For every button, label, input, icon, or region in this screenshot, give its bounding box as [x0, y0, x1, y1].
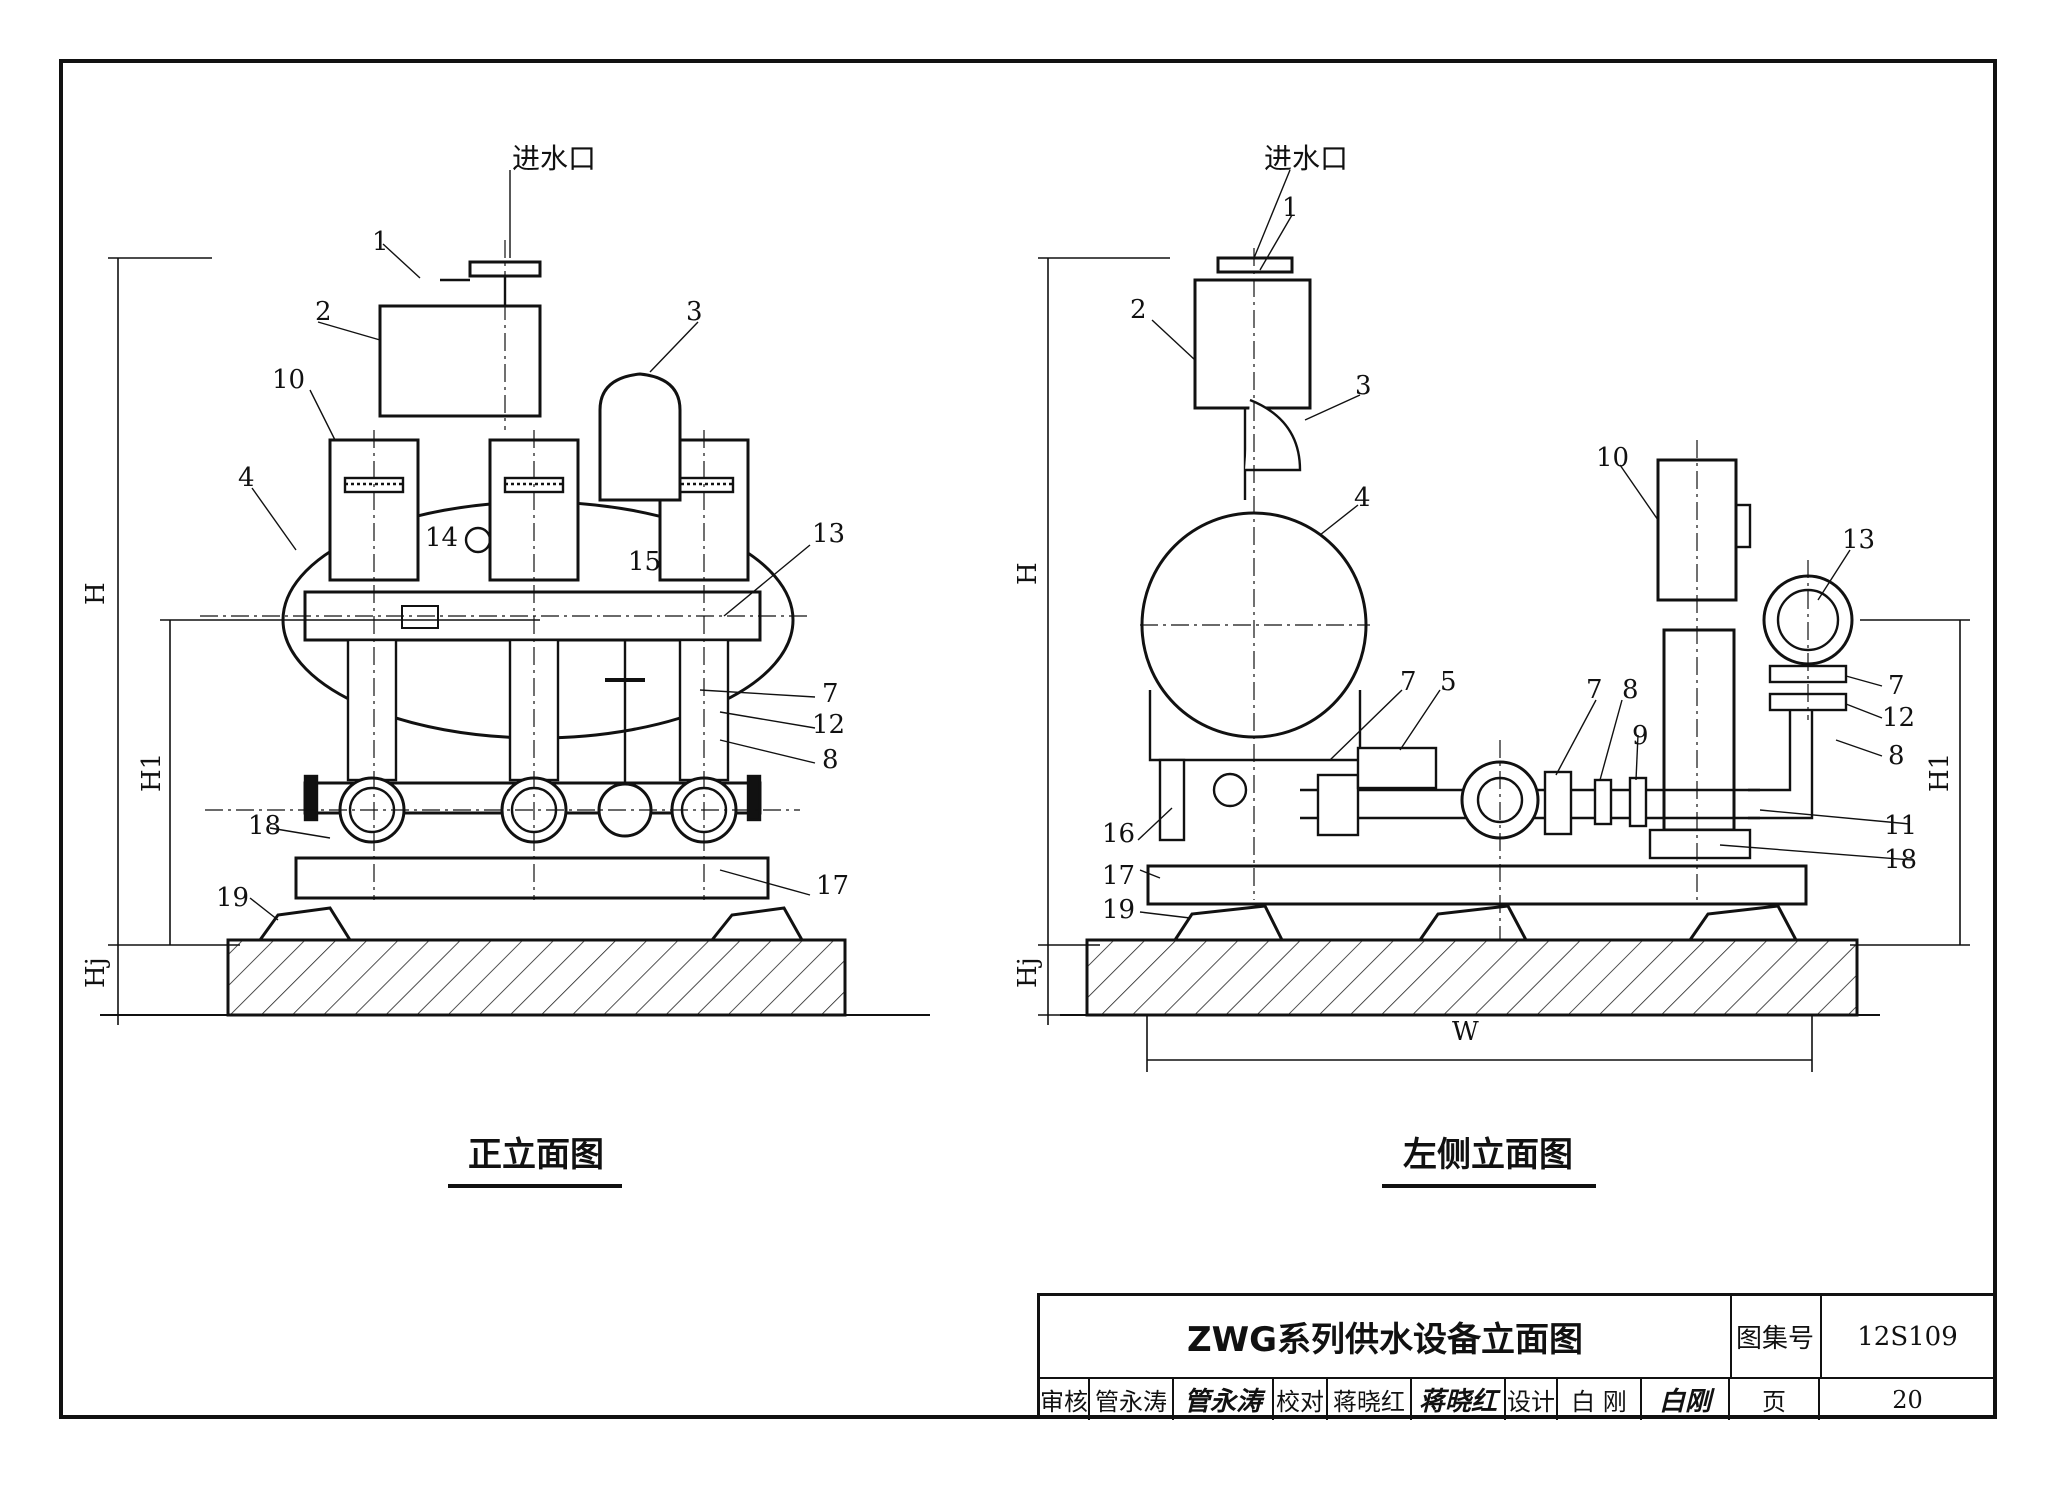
front-callout: 2 [315, 297, 332, 327]
drawing-title: ZWG系列供水设备立面图 [1040, 1296, 1732, 1377]
side-inlet-label: 进水口 [1264, 142, 1348, 175]
side-callout: 18 [1884, 845, 1917, 875]
side-callout: 4 [1354, 483, 1371, 513]
front-callout: 3 [686, 297, 703, 327]
side-callout: 1 [1282, 193, 1299, 223]
side-callout: 9 [1632, 721, 1649, 751]
side-callout: 7 [1400, 667, 1417, 697]
designer-name: 白 刚 [1558, 1379, 1642, 1420]
side-callout: 2 [1130, 295, 1147, 325]
front-shock-absorber-right [708, 906, 805, 942]
front-pressure-tank [598, 372, 682, 502]
title-block: ZWG系列供水设备立面图 图集号 12S109 审核 管永涛 管永涛 校对 蒋晓… [1037, 1293, 1995, 1420]
front-callout: 1 [372, 227, 389, 257]
front-callout: 13 [812, 519, 845, 549]
front-callout: 8 [822, 745, 839, 775]
page-label: 页 [1730, 1379, 1820, 1420]
side-flow-switch [1356, 746, 1438, 790]
side-dim-Hj-label: Hj [1013, 957, 1043, 988]
designer-signature: 白刚 [1642, 1379, 1730, 1420]
front-callout: 7 [822, 679, 839, 709]
side-dim-H-label: H [1013, 562, 1043, 585]
title-block-row-1: ZWG系列供水设备立面图 图集号 12S109 [1040, 1296, 1995, 1379]
front-callout: 17 [816, 871, 849, 901]
side-dim-H1-label: H1 [1925, 753, 1955, 792]
check-label: 校对 [1274, 1379, 1328, 1420]
front-vacuum-suppressor [378, 304, 542, 418]
front-view-caption: 正立面图 [468, 1135, 604, 1175]
front-callout: 19 [216, 883, 249, 913]
review-label: 审核 [1040, 1379, 1090, 1420]
side-callout: 8 [1888, 741, 1905, 771]
side-view-caption: 左侧立面图 [1403, 1135, 1573, 1175]
front-callout: 15 [628, 547, 661, 577]
side-dim-W-label: W [1452, 1017, 1479, 1047]
front-callout: 10 [272, 365, 305, 395]
front-elevation-view [100, 170, 930, 1025]
atlas-number-label: 图集号 [1730, 1296, 1822, 1377]
side-callout: 12 [1882, 703, 1915, 733]
side-callout: 16 [1102, 819, 1135, 849]
front-callout: 14 [425, 523, 458, 553]
front-shock-absorber-left [257, 906, 353, 942]
side-base-frame [1146, 864, 1808, 906]
front-pressure-gauge [464, 526, 492, 554]
page-number: 20 [1892, 1385, 1923, 1414]
front-inlet-label: 进水口 [512, 142, 596, 175]
side-callout: 3 [1355, 371, 1372, 401]
front-callout: 4 [238, 463, 255, 493]
atlas-number: 12S109 [1857, 1321, 1958, 1352]
side-callout: 13 [1842, 525, 1875, 555]
side-callout: 5 [1440, 667, 1457, 697]
front-dim-H1-label: H1 [137, 753, 167, 792]
checker-signature: 蒋晓红 [1412, 1379, 1506, 1420]
front-dim-Hj-label: Hj [81, 957, 111, 988]
title-block-row-2: 审核 管永涛 管永涛 校对 蒋晓红 蒋晓红 设计 白 刚 白刚 页 20 [1040, 1379, 1995, 1420]
reviewer-name: 管永涛 [1090, 1379, 1174, 1420]
side-concrete-foundation [1085, 938, 1859, 1017]
left-side-elevation-view [1038, 169, 1970, 1072]
checker-name: 蒋晓红 [1328, 1379, 1412, 1420]
front-concrete-foundation [226, 938, 847, 1017]
front-dim-H-label: H [81, 582, 111, 605]
side-callout: 11 [1884, 811, 1917, 841]
side-callout: 7 [1586, 675, 1603, 705]
side-callout: 10 [1596, 443, 1629, 473]
front-callout: 18 [248, 811, 281, 841]
reviewer-signature: 管永涛 [1174, 1379, 1274, 1420]
front-callout: 12 [812, 710, 845, 740]
design-label: 设计 [1506, 1379, 1558, 1420]
front-outlet-header [303, 590, 762, 642]
side-callout: 19 [1102, 895, 1135, 925]
front-base-frame [294, 856, 770, 900]
sheet-border [59, 59, 1997, 1419]
side-callout: 17 [1102, 861, 1135, 891]
side-callout: 8 [1622, 675, 1639, 705]
side-callout: 7 [1888, 671, 1905, 701]
